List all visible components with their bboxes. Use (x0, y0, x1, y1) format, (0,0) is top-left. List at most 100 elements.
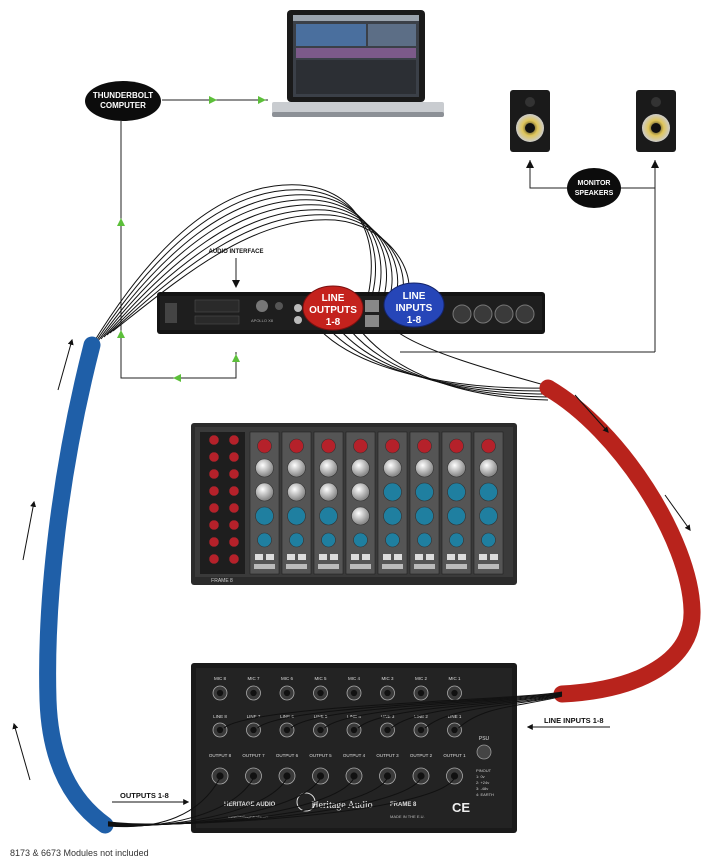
connector-label: OUTPUT 5 (309, 753, 332, 758)
gain-knob (481, 438, 496, 454)
red-snake-cable (539, 379, 701, 703)
filter-knob (385, 532, 400, 548)
computer-to-laptop-link (162, 96, 268, 104)
xlr-pin (317, 726, 324, 734)
heritage-logo: Heritage Audio (296, 792, 373, 812)
connector-label: OUTPUT 8 (209, 753, 232, 758)
outputs-to-blue-cable-wires (107, 777, 455, 828)
psu-knob (228, 519, 240, 531)
gain-knob (449, 438, 464, 454)
eq-knob (415, 506, 434, 526)
eq-knob (479, 482, 498, 502)
connector-label: OUTPUT 1 (443, 753, 466, 758)
line-inputs-badge: LINE INPUTS 1-8 (383, 282, 445, 328)
green-arrow (209, 96, 217, 104)
connector-label: MIC 8 (214, 676, 226, 681)
xlr-pin (350, 726, 358, 734)
wire (257, 692, 563, 729)
speaker-right (636, 90, 676, 152)
thunderbolt-cable (117, 121, 240, 382)
xlr-pin (384, 726, 391, 734)
interface-to-red-cable-wires (319, 329, 549, 401)
switch (479, 554, 487, 560)
button (318, 564, 339, 569)
gain-knob (417, 438, 432, 454)
backpanel-made: MADE IN THE E.U. (390, 814, 425, 819)
blue-cable-direction-arrows (12, 338, 74, 781)
switch (447, 554, 455, 560)
switch (255, 554, 263, 560)
connector-label: OUTPUT 2 (410, 753, 433, 758)
connector-label: MIC 7 (247, 676, 259, 681)
connector-label: MIC 1 (448, 676, 460, 681)
module-strip (473, 431, 504, 575)
switch (330, 554, 338, 560)
eq-knob (319, 458, 338, 478)
ce-mark: CE (452, 800, 470, 815)
connector-label: MIC 5 (314, 676, 326, 681)
button (350, 564, 371, 569)
connector-label: MIC 6 (281, 676, 293, 681)
eq-knob (287, 482, 306, 502)
wire (223, 691, 563, 729)
switch (426, 554, 434, 560)
xlr-pin (283, 689, 291, 697)
line-outputs-line1: LINE (322, 293, 345, 304)
frame8-rack: FRAME 8 (191, 423, 517, 585)
eq-knob (319, 506, 338, 526)
pinout-4: 4: EARTH (476, 792, 494, 797)
eq-knob (447, 506, 466, 526)
connector-label: LINE 2 (414, 714, 428, 719)
interface-model: APOLLO X8 (251, 318, 274, 323)
rack-psu-knobs (208, 434, 240, 565)
xlr-pin (249, 772, 258, 780)
eq-knob (447, 458, 466, 478)
gain-knob (257, 438, 272, 454)
footnote: 8173 & 6673 Modules not included (10, 848, 149, 858)
green-arrow (117, 218, 125, 226)
wire (324, 693, 563, 729)
xlr-pin (283, 772, 291, 780)
xlr-pin (451, 689, 458, 697)
switch (383, 554, 391, 560)
psu-connector (476, 744, 492, 760)
connector-label: MIC 2 (415, 676, 427, 681)
xlr-pin (383, 772, 392, 780)
eq-knob (479, 506, 498, 526)
thunderbolt-computer-node: THUNDERBOLT COMPUTER (85, 81, 161, 121)
filter-knob (257, 532, 272, 548)
filter-knob (449, 532, 464, 548)
eq-knob (351, 458, 370, 478)
psu-knob (228, 485, 240, 497)
connector-label: MIC 4 (348, 676, 360, 681)
xlr-pin (417, 726, 425, 734)
xlr-pin (350, 689, 358, 697)
connector-label: MIC 3 (381, 676, 393, 681)
switch (287, 554, 295, 560)
xlr-pin (316, 772, 325, 780)
connector-label: LINE 5 (314, 714, 328, 719)
gain-knob (321, 438, 336, 454)
wire (391, 694, 563, 729)
filter-knob (289, 532, 304, 548)
xlr-pin (283, 726, 291, 734)
eq-knob (415, 482, 434, 502)
line-outputs-line3: 1-8 (326, 317, 341, 328)
wire (107, 777, 455, 825)
psu-knob (208, 553, 220, 565)
red-cable-direction-arrows (574, 394, 691, 531)
button (414, 564, 435, 569)
psu-knob (208, 485, 220, 497)
eq-knob (255, 458, 274, 478)
backpanel-frame: FRAME 8 (390, 802, 417, 808)
xlr-pin (450, 772, 459, 780)
psu-knob (228, 468, 240, 480)
connector-label: OUTPUT 7 (242, 753, 265, 758)
button (478, 564, 499, 569)
wire (424, 695, 563, 729)
green-arrow (232, 354, 240, 362)
connector-label: LINE 1 (448, 714, 462, 719)
